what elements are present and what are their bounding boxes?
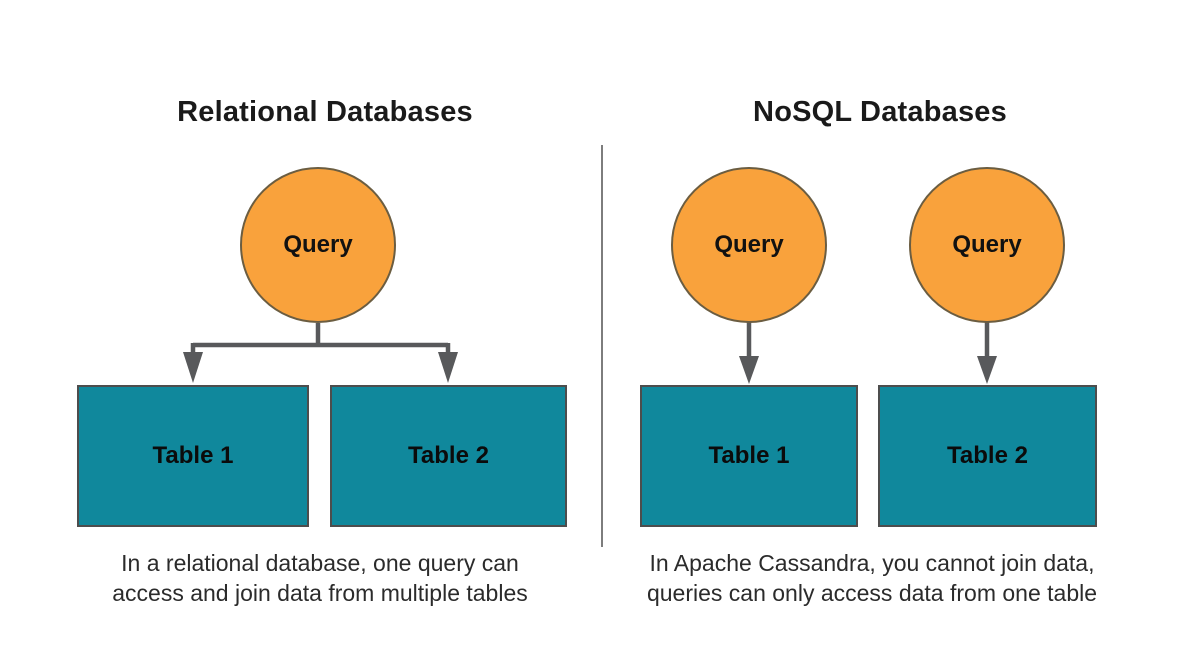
- right-arrowhead-table2: [977, 356, 997, 384]
- left-caption: In a relational database, one query can …: [55, 548, 585, 608]
- left-table2-label: Table 2: [408, 442, 489, 469]
- left-arrowhead-table2: [438, 352, 458, 383]
- right-query1-label: Query: [714, 231, 784, 258]
- panel-divider: [601, 145, 603, 547]
- left-connector: [190, 323, 451, 354]
- left-caption-line2: access and join data from multiple table…: [112, 580, 528, 606]
- right-caption-line2: queries can only access data from one ta…: [646, 580, 1098, 606]
- right-query2-label: Query: [952, 231, 1022, 258]
- right-arrowhead-table1: [739, 356, 759, 384]
- right-table2-node: Table 2: [878, 385, 1097, 527]
- right-query2-node: Query: [909, 167, 1065, 323]
- right-connectors: [746, 321, 990, 360]
- right-caption-line1: In Apache Cassandra, you cannot join dat…: [649, 550, 1095, 576]
- left-table1-label: Table 1: [152, 442, 234, 469]
- left-arrowhead-table1: [183, 352, 203, 383]
- right-table2-label: Table 2: [947, 442, 1028, 469]
- right-query1-node: Query: [671, 167, 827, 323]
- right-table1-label: Table 1: [708, 442, 790, 469]
- left-caption-line1: In a relational database, one query can: [121, 550, 519, 576]
- right-table1-node: Table 1: [640, 385, 858, 527]
- left-panel-title: Relational Databases: [177, 96, 473, 128]
- right-panel-title: NoSQL Databases: [753, 96, 1007, 128]
- right-caption: In Apache Cassandra, you cannot join dat…: [622, 548, 1122, 608]
- left-query-node: Query: [240, 167, 396, 323]
- left-table1-node: Table 1: [77, 385, 309, 527]
- left-table2-node: Table 2: [330, 385, 567, 527]
- left-query-label: Query: [283, 231, 353, 258]
